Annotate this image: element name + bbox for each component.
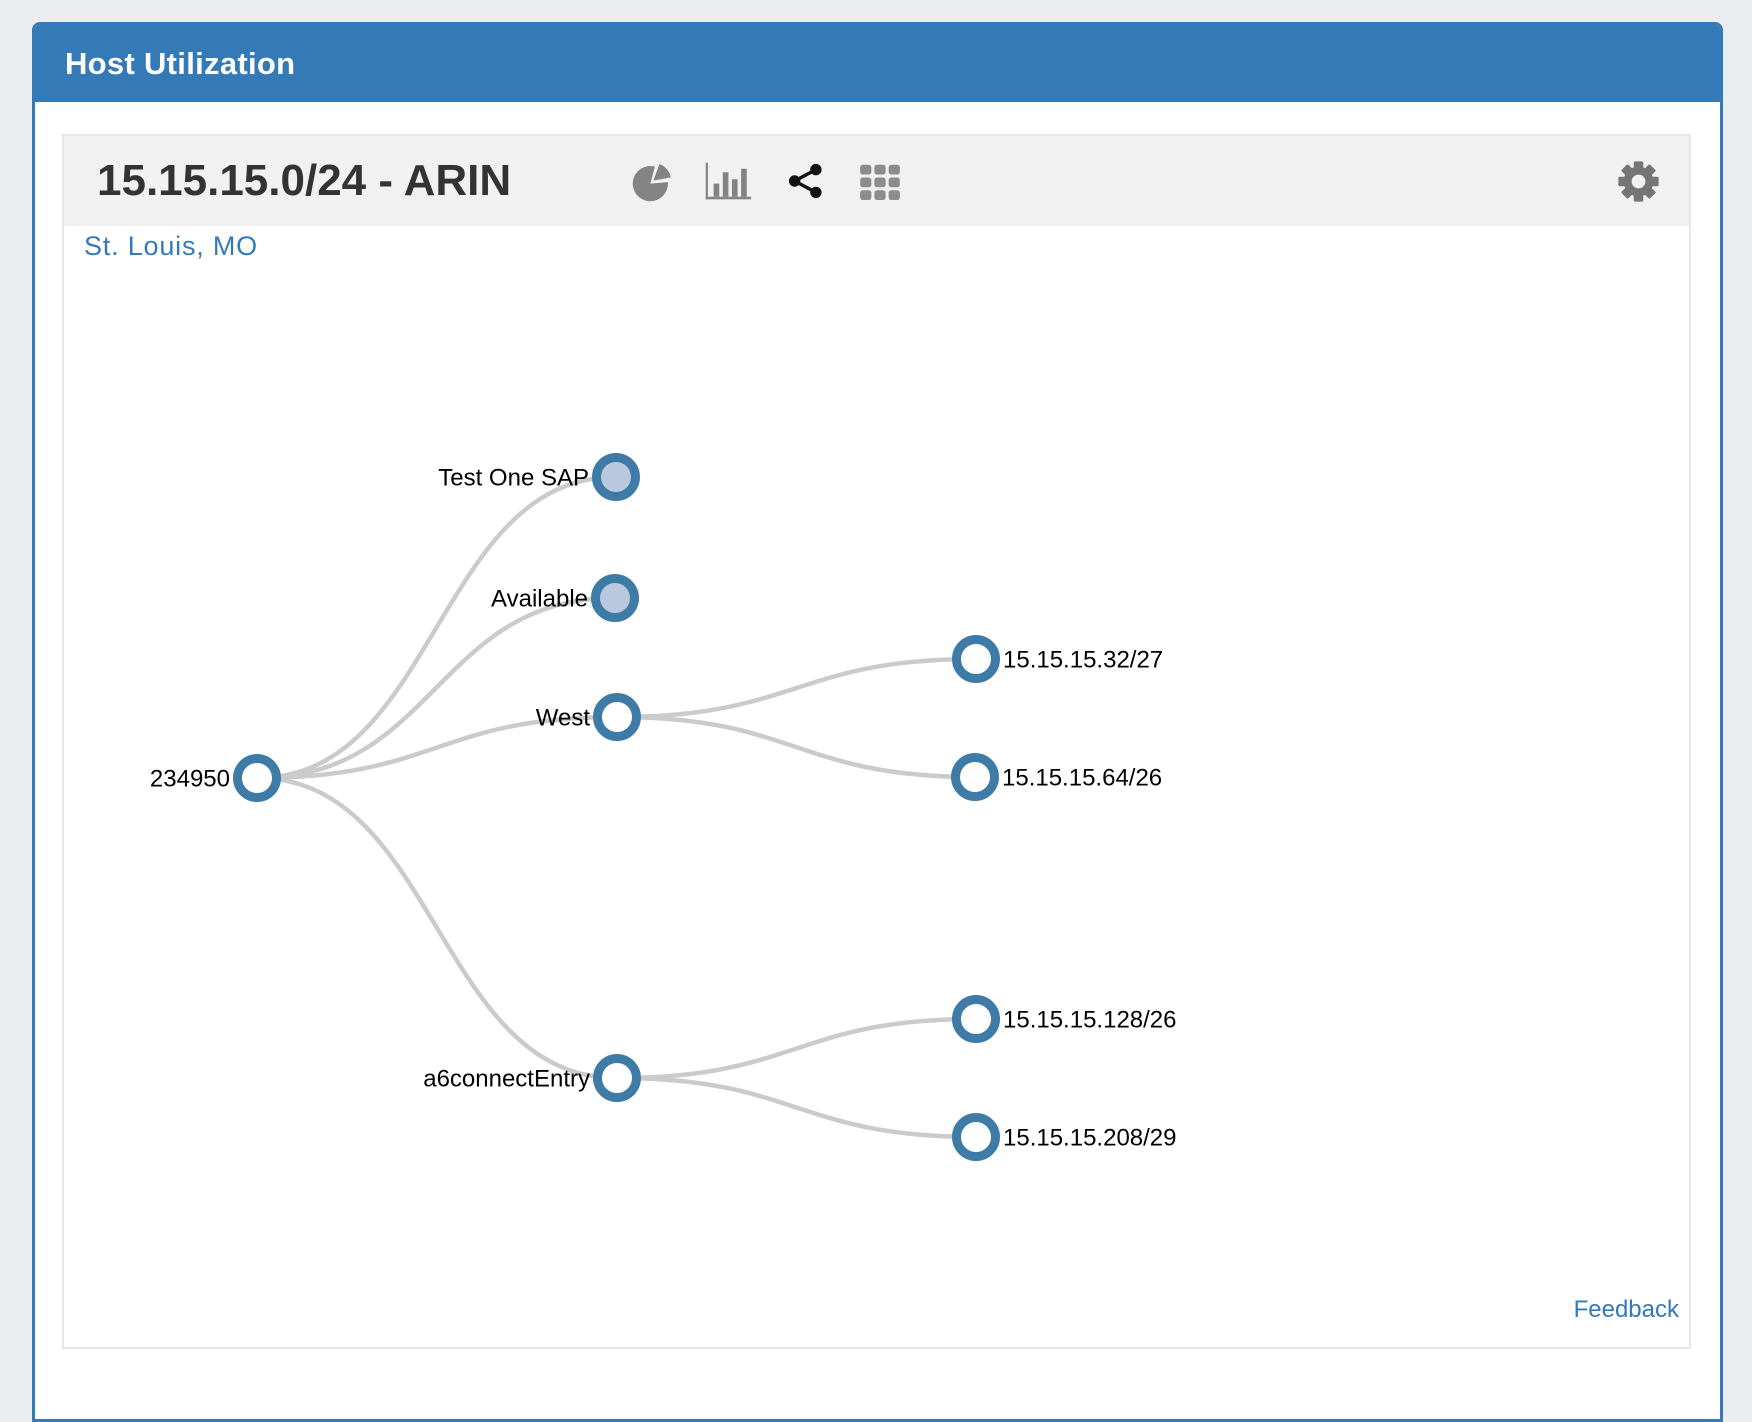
tree-node-label: 15.15.15.128/26	[1003, 1006, 1177, 1033]
tree-link	[616, 656, 977, 720]
host-utilization-panel: Host Utilization 15.15.15.0/24 - ARIN	[32, 22, 1723, 1422]
tree-link	[616, 714, 976, 780]
tree-node-circle[interactable]	[952, 635, 1000, 683]
tree-node-circle[interactable]	[592, 453, 640, 501]
gear-icon[interactable]	[1612, 155, 1665, 208]
tree-link	[616, 1075, 977, 1140]
tree-link	[256, 595, 616, 781]
tree-node-a6connectentry[interactable]: a6connectEntry	[423, 1054, 641, 1102]
tree-node-label: Available	[491, 585, 588, 612]
tree-node-label: 15.15.15.64/26	[1002, 764, 1162, 791]
tree-node-label: a6connectEntry	[423, 1065, 590, 1092]
tree-node-circle[interactable]	[593, 693, 641, 741]
tree-node-available[interactable]: Available	[491, 574, 639, 622]
tree-node-label: 15.15.15.32/27	[1003, 646, 1163, 673]
subnet-title: 15.15.15.0/24 - ARIN	[97, 156, 512, 205]
tree-node-label: 234950	[150, 765, 230, 792]
pie-chart-icon[interactable]	[631, 159, 675, 203]
tree-node-label: West	[536, 704, 591, 731]
bar-chart-icon[interactable]	[704, 158, 752, 204]
tree-node-circle[interactable]	[951, 753, 999, 801]
tree-node-subnet-32-27[interactable]: 15.15.15.32/27	[952, 635, 1164, 683]
tree-node-subnet-64-26[interactable]: 15.15.15.64/26	[951, 753, 1163, 801]
tree-node-label: 15.15.15.208/29	[1003, 1124, 1177, 1151]
tree-node-subnet-208-29[interactable]: 15.15.15.208/29	[952, 1113, 1177, 1161]
location-link[interactable]: St. Louis, MO	[84, 231, 258, 261]
tree-link	[256, 775, 618, 1081]
subnet-widget: 15.15.15.0/24 - ARIN	[62, 134, 1691, 1349]
tree-node-label: Test One SAP	[438, 464, 589, 491]
tree-node-circle[interactable]	[952, 995, 1000, 1043]
feedback-link[interactable]: Feedback	[1573, 1296, 1679, 1323]
tree-link	[616, 1016, 977, 1081]
grid-icon[interactable]	[857, 161, 903, 203]
widget-toolbar: 15.15.15.0/24 - ARIN	[64, 136, 1689, 226]
tree-node-test-one-sap[interactable]: Test One SAP	[438, 453, 640, 501]
panel-body: 15.15.15.0/24 - ARIN	[35, 102, 1720, 1381]
tree-node-root[interactable]: 234950	[150, 754, 281, 802]
tree-node-subnet-128-26[interactable]: 15.15.15.128/26	[952, 995, 1177, 1043]
tree-link	[256, 714, 618, 781]
tree-node-circle[interactable]	[591, 574, 639, 622]
tree-link	[256, 474, 617, 781]
panel-header: Host Utilization	[35, 25, 1720, 102]
tree-node-circle[interactable]	[952, 1113, 1000, 1161]
panel-title: Host Utilization	[65, 45, 296, 81]
tree-node-west[interactable]: West	[536, 693, 641, 741]
share-icon[interactable]	[787, 162, 825, 200]
tree-node-circle[interactable]	[593, 1054, 641, 1102]
tree-node-circle[interactable]	[233, 754, 281, 802]
